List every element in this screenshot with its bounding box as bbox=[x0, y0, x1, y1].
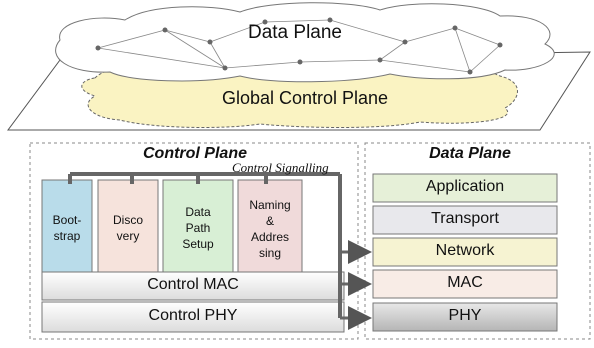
layer-network-box bbox=[372, 237, 558, 267]
layer-application-box bbox=[372, 173, 558, 203]
module-bootstrap-label: Boot- strap bbox=[52, 213, 82, 243]
control-signalling-label: Control Signalling bbox=[232, 160, 329, 175]
data-plane-title: Data Plane bbox=[429, 145, 511, 162]
control-mac-label: Control MAC bbox=[147, 276, 239, 293]
control-phy-label: Control PHY bbox=[148, 307, 238, 324]
control-phy-box bbox=[41, 301, 345, 333]
layer-transport-box bbox=[372, 205, 558, 235]
module-naming-box bbox=[237, 179, 303, 273]
global-control-plane-label: Global Control Plane bbox=[221, 88, 389, 108]
control-mac-box bbox=[41, 271, 345, 301]
signalling-arrows bbox=[340, 240, 372, 330]
layer-network-label: Network bbox=[435, 242, 495, 259]
layer-mac-label: MAC bbox=[447, 274, 483, 291]
network-nodes bbox=[95, 17, 503, 75]
data-plane-cloud bbox=[55, 2, 555, 83]
module-discovery-label: Disco very bbox=[112, 213, 143, 243]
layer-application-label: Application bbox=[425, 178, 505, 195]
layer-phy-label: PHY bbox=[448, 307, 482, 324]
layer-transport-label: Transport bbox=[431, 210, 499, 227]
layer-phy-box bbox=[372, 302, 558, 332]
module-naming-label: Naming & Addres sing bbox=[249, 198, 291, 260]
module-datapath-label: Data Path Setup bbox=[182, 205, 214, 251]
network-mesh bbox=[97, 19, 501, 73]
data-plane-cloud-label: Data Plane bbox=[247, 22, 342, 43]
control-plane-title: Control Plane bbox=[142, 145, 247, 162]
control-signalling-bus bbox=[68, 172, 342, 318]
layer-mac-box bbox=[372, 269, 558, 299]
plane-illustration bbox=[7, 2, 591, 131]
module-discovery-box bbox=[97, 179, 159, 273]
module-datapath-box bbox=[162, 179, 234, 273]
module-bootstrap-box bbox=[41, 179, 93, 273]
